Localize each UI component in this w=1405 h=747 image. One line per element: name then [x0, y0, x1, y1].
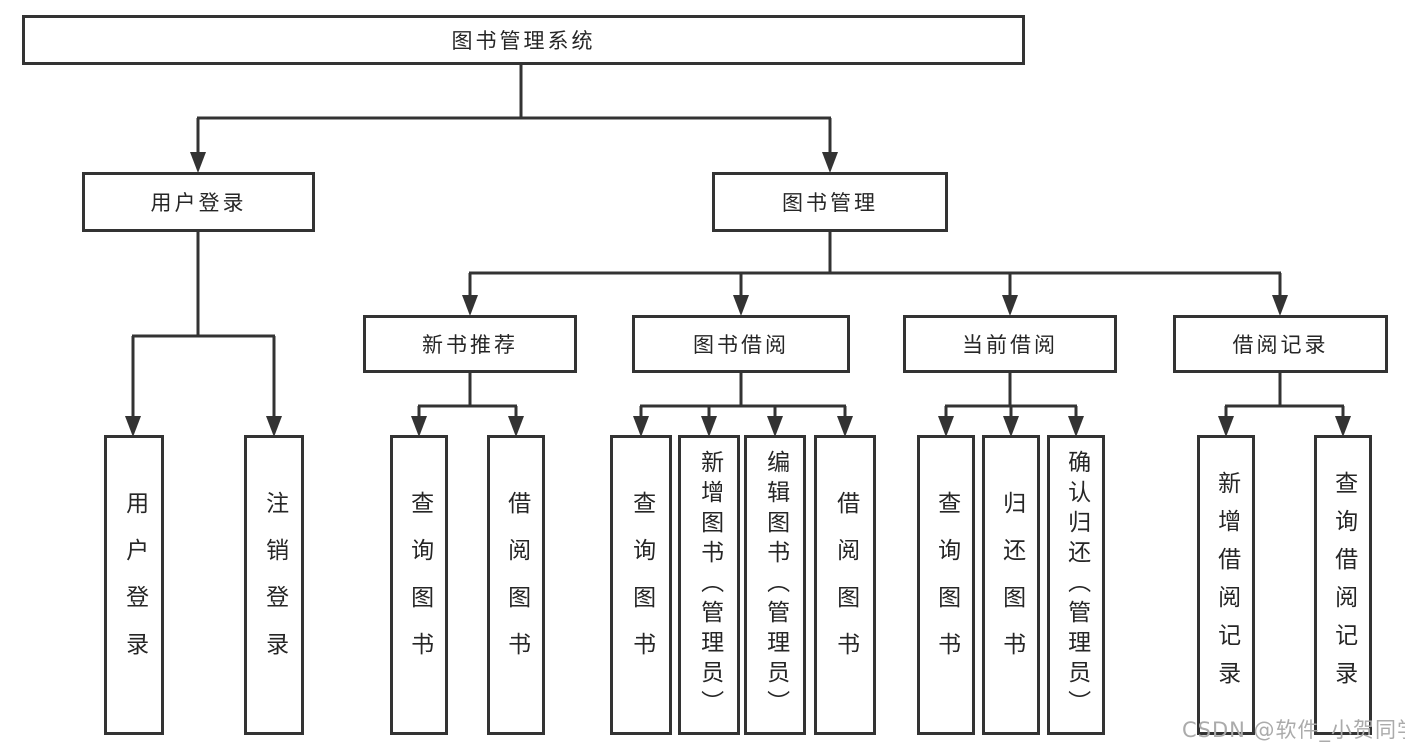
node-label: 新书推荐: [422, 333, 518, 357]
leaf-records-add-record: 新增借阅记录: [1197, 435, 1255, 735]
arrowhead: [508, 416, 524, 437]
node-label: 图书管理系统: [451, 29, 596, 53]
leaf-borrowing-edit-books-admin: 编辑图书（管理员）: [744, 435, 806, 735]
node-label: 新增图书（管理员）: [696, 450, 723, 720]
node-label: 归还图书: [998, 491, 1025, 679]
leaf-recommend-query-books: 查询图书: [390, 435, 448, 735]
node-label: 编辑图书（管理员）: [762, 450, 789, 720]
arrowhead: [767, 416, 783, 437]
arrowhead: [1335, 416, 1351, 437]
leaf-borrowing-borrow-books: 借阅图书: [814, 435, 876, 735]
node-label: 查询图书: [628, 491, 655, 679]
node-label: 借阅图书: [832, 491, 859, 679]
node-label: 查询借阅记录: [1330, 471, 1357, 699]
node-label: 当前借阅: [962, 333, 1058, 357]
arrowhead: [822, 152, 838, 173]
node-label: 图书管理: [782, 191, 878, 215]
node-new-book-recommend: 新书推荐: [363, 315, 577, 373]
node-label: 借阅图书: [503, 491, 530, 679]
node-book-management-system: 图书管理系统: [22, 15, 1025, 65]
node-borrowing-records: 借阅记录: [1173, 315, 1388, 373]
leaf-current-return-books: 归还图书: [982, 435, 1040, 735]
arrowhead: [1272, 295, 1288, 316]
arrowhead: [462, 295, 478, 316]
node-user-login: 用户登录: [82, 172, 315, 232]
arrowhead: [190, 152, 206, 173]
node-label: 图书借阅: [693, 333, 789, 357]
node-book-borrowing: 图书借阅: [632, 315, 850, 373]
leaf-borrowing-query-books: 查询图书: [610, 435, 672, 735]
arrowhead: [266, 416, 282, 437]
node-label: 新增借阅记录: [1213, 471, 1240, 699]
node-label: 注销登录: [261, 491, 288, 679]
node-label: 查询图书: [406, 491, 433, 679]
watermark: CSDN @软件_小贺同学: [1182, 718, 1405, 742]
node-label: 用户登录: [150, 191, 247, 215]
node-label: 用户登录: [121, 491, 148, 679]
leaf-current-query-books: 查询图书: [917, 435, 975, 735]
leaf-user-login: 用户登录: [104, 435, 164, 735]
arrowhead: [733, 295, 749, 316]
arrowhead: [1002, 295, 1018, 316]
arrowhead: [837, 416, 853, 437]
arrowhead: [1068, 416, 1084, 437]
arrowhead: [938, 416, 954, 437]
node-label: 查询图书: [933, 491, 960, 679]
arrowhead: [125, 416, 141, 437]
leaf-current-confirm-return-admin: 确认归还（管理员）: [1047, 435, 1105, 735]
leaf-recommend-borrow-books: 借阅图书: [487, 435, 545, 735]
leaf-records-query-record: 查询借阅记录: [1314, 435, 1372, 735]
leaf-logout: 注销登录: [244, 435, 304, 735]
arrowhead: [1218, 416, 1234, 437]
arrowhead: [701, 416, 717, 437]
node-label: 确认归还（管理员）: [1063, 450, 1090, 720]
arrowhead: [1003, 416, 1019, 437]
leaf-borrowing-add-books-admin: 新增图书（管理员）: [678, 435, 740, 735]
arrowhead: [633, 416, 649, 437]
node-book-management: 图书管理: [712, 172, 948, 232]
node-current-borrowing: 当前借阅: [903, 315, 1117, 373]
node-label: 借阅记录: [1232, 333, 1329, 357]
arrowhead: [411, 416, 427, 437]
